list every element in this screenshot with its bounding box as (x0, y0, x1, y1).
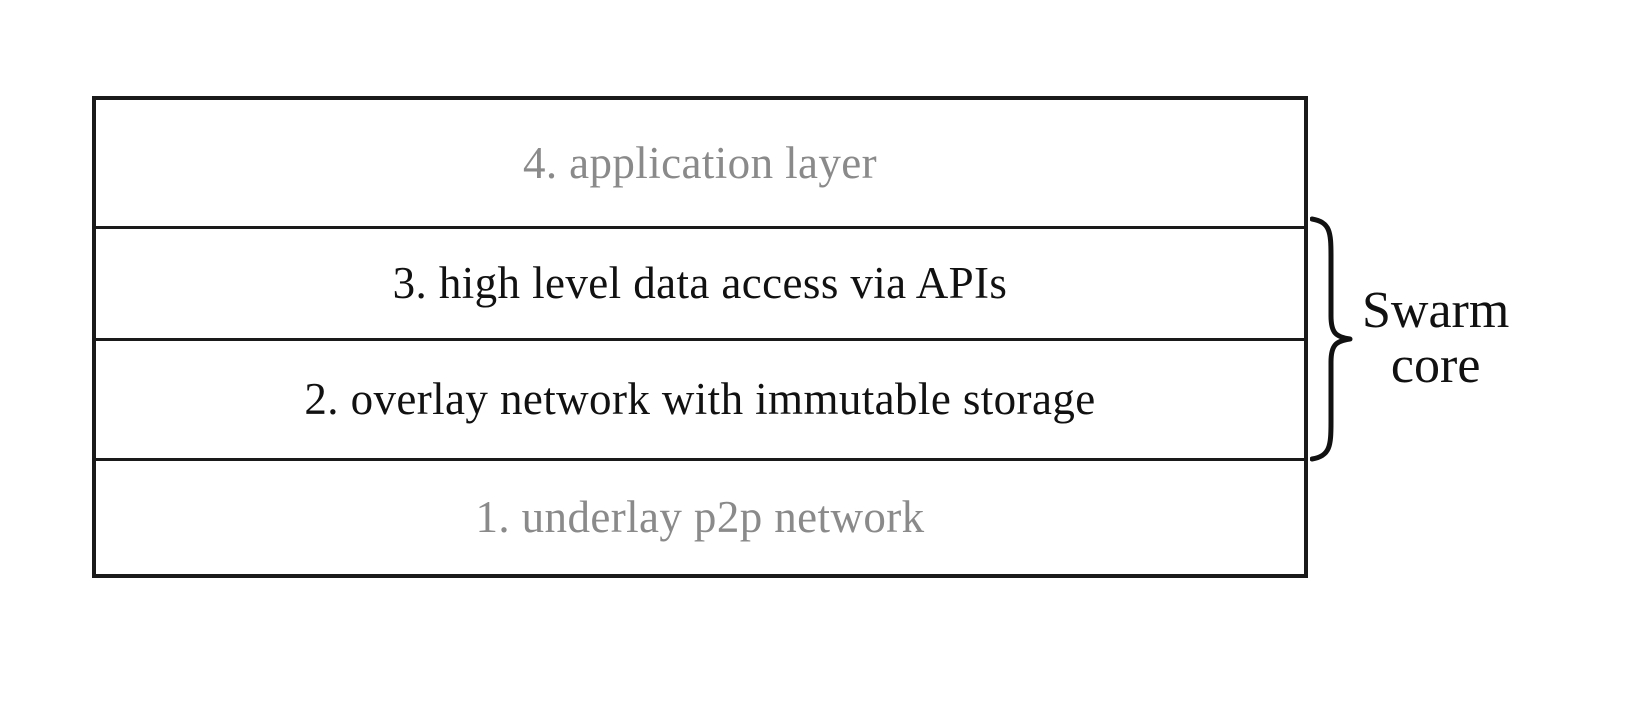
layer-4-label: 4. application layer (522, 137, 878, 188)
layer-1-label: 1. underlay p2p network (475, 492, 925, 542)
layer-stack: 4. application layer 3. high level data … (92, 96, 1308, 578)
layer-row-2: 2. overlay network with immutable storag… (96, 338, 1304, 458)
layer-row-4: 4. application layer (96, 100, 1304, 226)
swarm-core-line-2: core (1390, 337, 1481, 394)
layer-3-label: 3. high level data access via APIs (392, 258, 1008, 308)
swarm-core-line-1: Swarm (1362, 282, 1510, 340)
layer-row-3: 3. high level data access via APIs (96, 226, 1304, 338)
layer-row-1: 1. underlay p2p network (96, 458, 1304, 574)
swarm-core-annotation: Swarm core (1310, 216, 1637, 462)
curly-brace-right-icon (1310, 216, 1353, 462)
swarm-core-label: Swarm core (1362, 284, 1509, 393)
layer-2-label: 2. overlay network with immutable storag… (304, 374, 1096, 424)
